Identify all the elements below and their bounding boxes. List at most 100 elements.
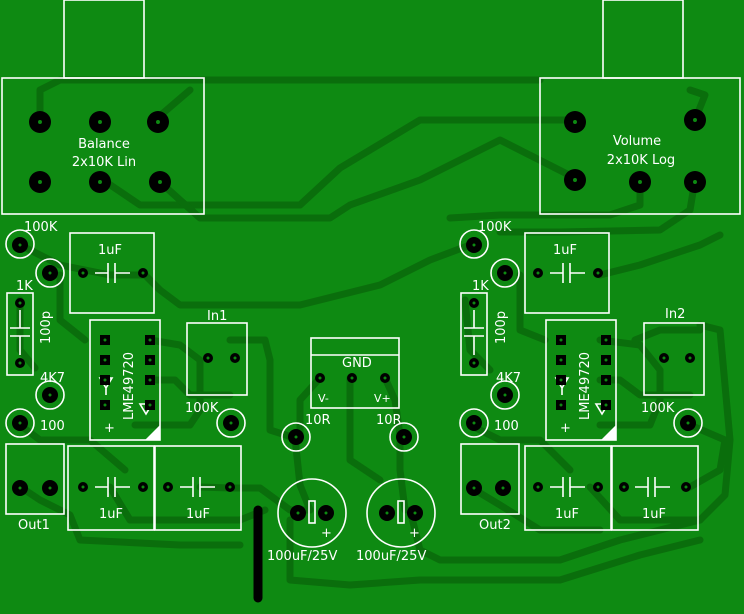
in1-connector-outline xyxy=(186,322,248,396)
pad-hole xyxy=(383,376,387,380)
res-10r-r-label: 10R xyxy=(376,413,402,428)
cap-1uf-tl-label: 1uF xyxy=(98,243,122,258)
pad-hole xyxy=(103,338,107,342)
res-100k-r-label: 100K xyxy=(641,401,675,416)
balance-label: Balance xyxy=(78,137,130,152)
cap-1uf-tr-label: 1uF xyxy=(553,243,577,258)
cap-100p-l-label: 100p xyxy=(39,311,54,344)
pad-hole xyxy=(148,403,152,407)
pad-hole xyxy=(18,301,22,305)
res-1k-tr-label: 1K xyxy=(472,279,489,294)
pad-hole xyxy=(596,271,600,275)
pad-hole xyxy=(18,243,22,247)
res-4k7-r-label: 4K7 xyxy=(496,371,521,386)
out2-connector-outline xyxy=(460,443,520,515)
pad-hole xyxy=(98,120,102,124)
pad-hole xyxy=(472,243,476,247)
volume-value: 2x10K Log xyxy=(607,153,675,168)
pad-hole xyxy=(48,486,52,490)
pad-hole xyxy=(103,378,107,382)
res-1k-tr-outline xyxy=(490,258,520,288)
pad-hole xyxy=(18,421,22,425)
res-100k-l-outline xyxy=(216,408,246,438)
pad-hole xyxy=(166,485,170,489)
cap-1uf-br2-outline xyxy=(611,445,699,531)
res-1k-tl-label: 1K xyxy=(16,279,33,294)
elec-cap-r-label: 100uF/25V xyxy=(356,549,426,564)
res-100-r-outline xyxy=(459,408,489,438)
pad-hole xyxy=(686,421,690,425)
elec-cap-r-outline xyxy=(366,478,436,548)
pad-hole xyxy=(573,120,577,124)
pad-hole xyxy=(48,393,52,397)
pad-hole xyxy=(81,485,85,489)
pad-hole xyxy=(559,378,563,382)
pad-hole xyxy=(318,376,322,380)
res-10r-l-outline xyxy=(281,422,311,452)
res-100-l-label: 100 xyxy=(40,419,65,434)
out1-label: Out1 xyxy=(18,518,50,533)
pad-hole xyxy=(229,421,233,425)
pad-hole xyxy=(148,378,152,382)
elec-cap-r-plus: + xyxy=(409,526,420,541)
pad-hole xyxy=(38,180,42,184)
in1-label: In1 xyxy=(207,309,227,324)
pad-hole xyxy=(103,358,107,362)
pad-hole xyxy=(413,511,417,515)
pad-hole xyxy=(559,403,563,407)
pad-hole xyxy=(503,271,507,275)
pad-hole xyxy=(684,485,688,489)
out1-connector-outline xyxy=(5,443,65,515)
cap-1uf-br2-label: 1uF xyxy=(642,507,666,522)
in2-connector-outline xyxy=(643,322,705,396)
silkscreen xyxy=(1,0,741,548)
cap-100p-left-outline xyxy=(6,292,34,376)
pad-hole xyxy=(402,435,406,439)
pad-hole xyxy=(148,358,152,362)
pad-hole xyxy=(622,485,626,489)
pad-hole xyxy=(141,485,145,489)
pad-hole xyxy=(294,435,298,439)
cap-100p-r-label: 100p xyxy=(494,311,509,344)
pad-hole xyxy=(206,356,210,360)
elec-cap-l-label: 100uF/25V xyxy=(267,549,337,564)
res-100k-l-label: 100K xyxy=(185,401,219,416)
res-10r-l-label: 10R xyxy=(305,413,331,428)
elec-cap-l-plus: + xyxy=(321,526,332,541)
ic-left-outline xyxy=(89,319,161,441)
pad-hole xyxy=(38,120,42,124)
pad-hole xyxy=(693,180,697,184)
pad-hole xyxy=(604,358,608,362)
power-vplus-label: V+ xyxy=(374,392,391,405)
pad-hole xyxy=(693,118,697,122)
res-100k-tl-outline xyxy=(5,229,35,259)
pad-hole xyxy=(536,271,540,275)
pad-hole xyxy=(472,421,476,425)
pad-hole xyxy=(81,271,85,275)
pad-hole xyxy=(385,511,389,515)
pad-hole xyxy=(18,486,22,490)
pad-hole xyxy=(559,358,563,362)
cap-1uf-bl2-label: 1uF xyxy=(186,507,210,522)
power-gnd-label: GND xyxy=(342,356,372,371)
res-100k-tr-label: 100K xyxy=(478,220,512,235)
pad-hole xyxy=(103,403,107,407)
pad-hole xyxy=(472,361,476,365)
pad-hole xyxy=(503,393,507,397)
elec-cap-l-outline xyxy=(277,478,347,548)
pad-hole xyxy=(501,486,505,490)
pad-hole xyxy=(158,180,162,184)
labels: Balance 2x10K Lin Volume 2x10K Log 100K … xyxy=(16,134,685,564)
pad-hole xyxy=(604,378,608,382)
res-100k-r-outline xyxy=(673,408,703,438)
pad-hole xyxy=(48,271,52,275)
pad-hole xyxy=(559,338,563,342)
pad-hole xyxy=(662,356,666,360)
pad-hole xyxy=(472,301,476,305)
ic-right-outline xyxy=(545,319,617,441)
power-vminus-label: V- xyxy=(318,392,329,405)
pad-hole xyxy=(233,356,237,360)
balance-value: 2x10K Lin xyxy=(72,155,136,170)
pad-hole xyxy=(18,361,22,365)
cap-1uf-br1-label: 1uF xyxy=(555,507,579,522)
